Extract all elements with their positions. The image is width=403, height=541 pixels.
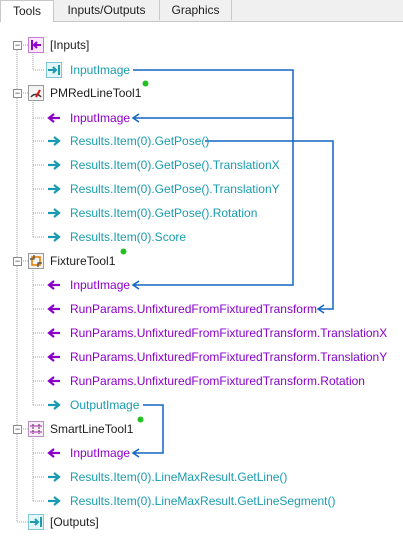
- fixture-output-outputimage[interactable]: OutputImage: [70, 398, 140, 412]
- smartline-tool-label[interactable]: SmartLineTool1: [50, 422, 134, 436]
- input-arrow-icon: [47, 448, 60, 458]
- collapse-toggle-smartline[interactable]: −: [13, 424, 22, 434]
- tab-bar: Tools Inputs/Outputs Graphics: [0, 0, 403, 22]
- smartline-output-getlinesegment[interactable]: Results.Item(0).LineMaxResult.GetLineSeg…: [70, 494, 336, 508]
- fixture-input-inputimage[interactable]: InputImage: [70, 278, 131, 292]
- input-arrow-icon: [47, 113, 60, 123]
- fixture-input-rotation[interactable]: RunParams.UnfixturedFromFixturedTransfor…: [70, 374, 365, 388]
- pmred-output-rotation[interactable]: Results.Item(0).GetPose().Rotation: [70, 206, 258, 220]
- pmred-output-getpose[interactable]: Results.Item(0).GetPose(): [70, 134, 210, 148]
- fixture-input-translationy[interactable]: RunParams.UnfixturedFromFixturedTransfor…: [70, 350, 388, 364]
- inputs-inputimage-label[interactable]: InputImage: [70, 63, 131, 77]
- output-arrow-icon: [48, 496, 61, 506]
- collapse-toggle-fixture[interactable]: −: [13, 256, 22, 266]
- outputs-node-icon: [28, 514, 44, 530]
- fixture-tool-icon: [28, 253, 44, 269]
- smartline-output-getline[interactable]: Results.Item(0).LineMaxResult.GetLine(): [70, 470, 288, 484]
- inputs-node-label[interactable]: [Inputs]: [50, 38, 90, 52]
- fixture-input-transform[interactable]: RunParams.UnfixturedFromFixturedTransfor…: [70, 302, 317, 316]
- pmred-output-translationx[interactable]: Results.Item(0).GetPose().TranslationX: [70, 158, 280, 172]
- pmred-output-translationy[interactable]: Results.Item(0).GetPose().TranslationY: [70, 182, 280, 196]
- output-arrow-icon: [48, 472, 61, 482]
- tab-tools[interactable]: Tools: [0, 0, 54, 22]
- fixture-input-translationx[interactable]: RunParams.UnfixturedFromFixturedTransfor…: [70, 326, 388, 340]
- tab-inputs-outputs[interactable]: Inputs/Outputs: [54, 0, 160, 20]
- input-arrow-icon: [47, 328, 60, 338]
- output-arrow-icon: [48, 160, 61, 170]
- output-arrow-icon: [48, 184, 61, 194]
- pmredline-tool-icon: [28, 85, 44, 101]
- fixture-status-dot: [120, 248, 127, 255]
- smartline-tool-icon: [28, 421, 44, 437]
- input-arrow-icon: [47, 376, 60, 386]
- pmred-output-score[interactable]: Results.Item(0).Score: [70, 230, 187, 244]
- inputs-node-icon: [28, 37, 44, 53]
- input-image-port-icon: [46, 62, 62, 78]
- output-arrow-icon: [48, 136, 61, 146]
- input-arrow-icon: [47, 352, 60, 362]
- collapse-toggle-inputs[interactable]: −: [13, 40, 22, 50]
- output-arrow-icon: [48, 208, 61, 218]
- collapse-toggle-pmred[interactable]: −: [13, 88, 22, 98]
- pmredline-tool-label[interactable]: PMRedLineTool1: [50, 86, 142, 100]
- input-arrow-icon: [47, 304, 60, 314]
- output-arrow-icon: [48, 232, 61, 242]
- pmred-status-dot: [142, 80, 149, 87]
- outputs-node-label[interactable]: [Outputs]: [50, 515, 99, 529]
- pmred-input-inputimage[interactable]: InputImage: [70, 111, 131, 125]
- input-arrow-icon: [47, 280, 60, 290]
- smartline-status-dot: [137, 416, 144, 423]
- fixture-tool-label[interactable]: FixtureTool1: [50, 254, 116, 268]
- tab-graphics[interactable]: Graphics: [160, 0, 232, 20]
- tool-tree: − [Inputs] InputImage − PMRedLineTool1 I…: [0, 22, 403, 541]
- output-arrow-icon: [48, 400, 61, 410]
- link-lines: [131, 69, 334, 458]
- smartline-input-inputimage[interactable]: InputImage: [70, 446, 131, 460]
